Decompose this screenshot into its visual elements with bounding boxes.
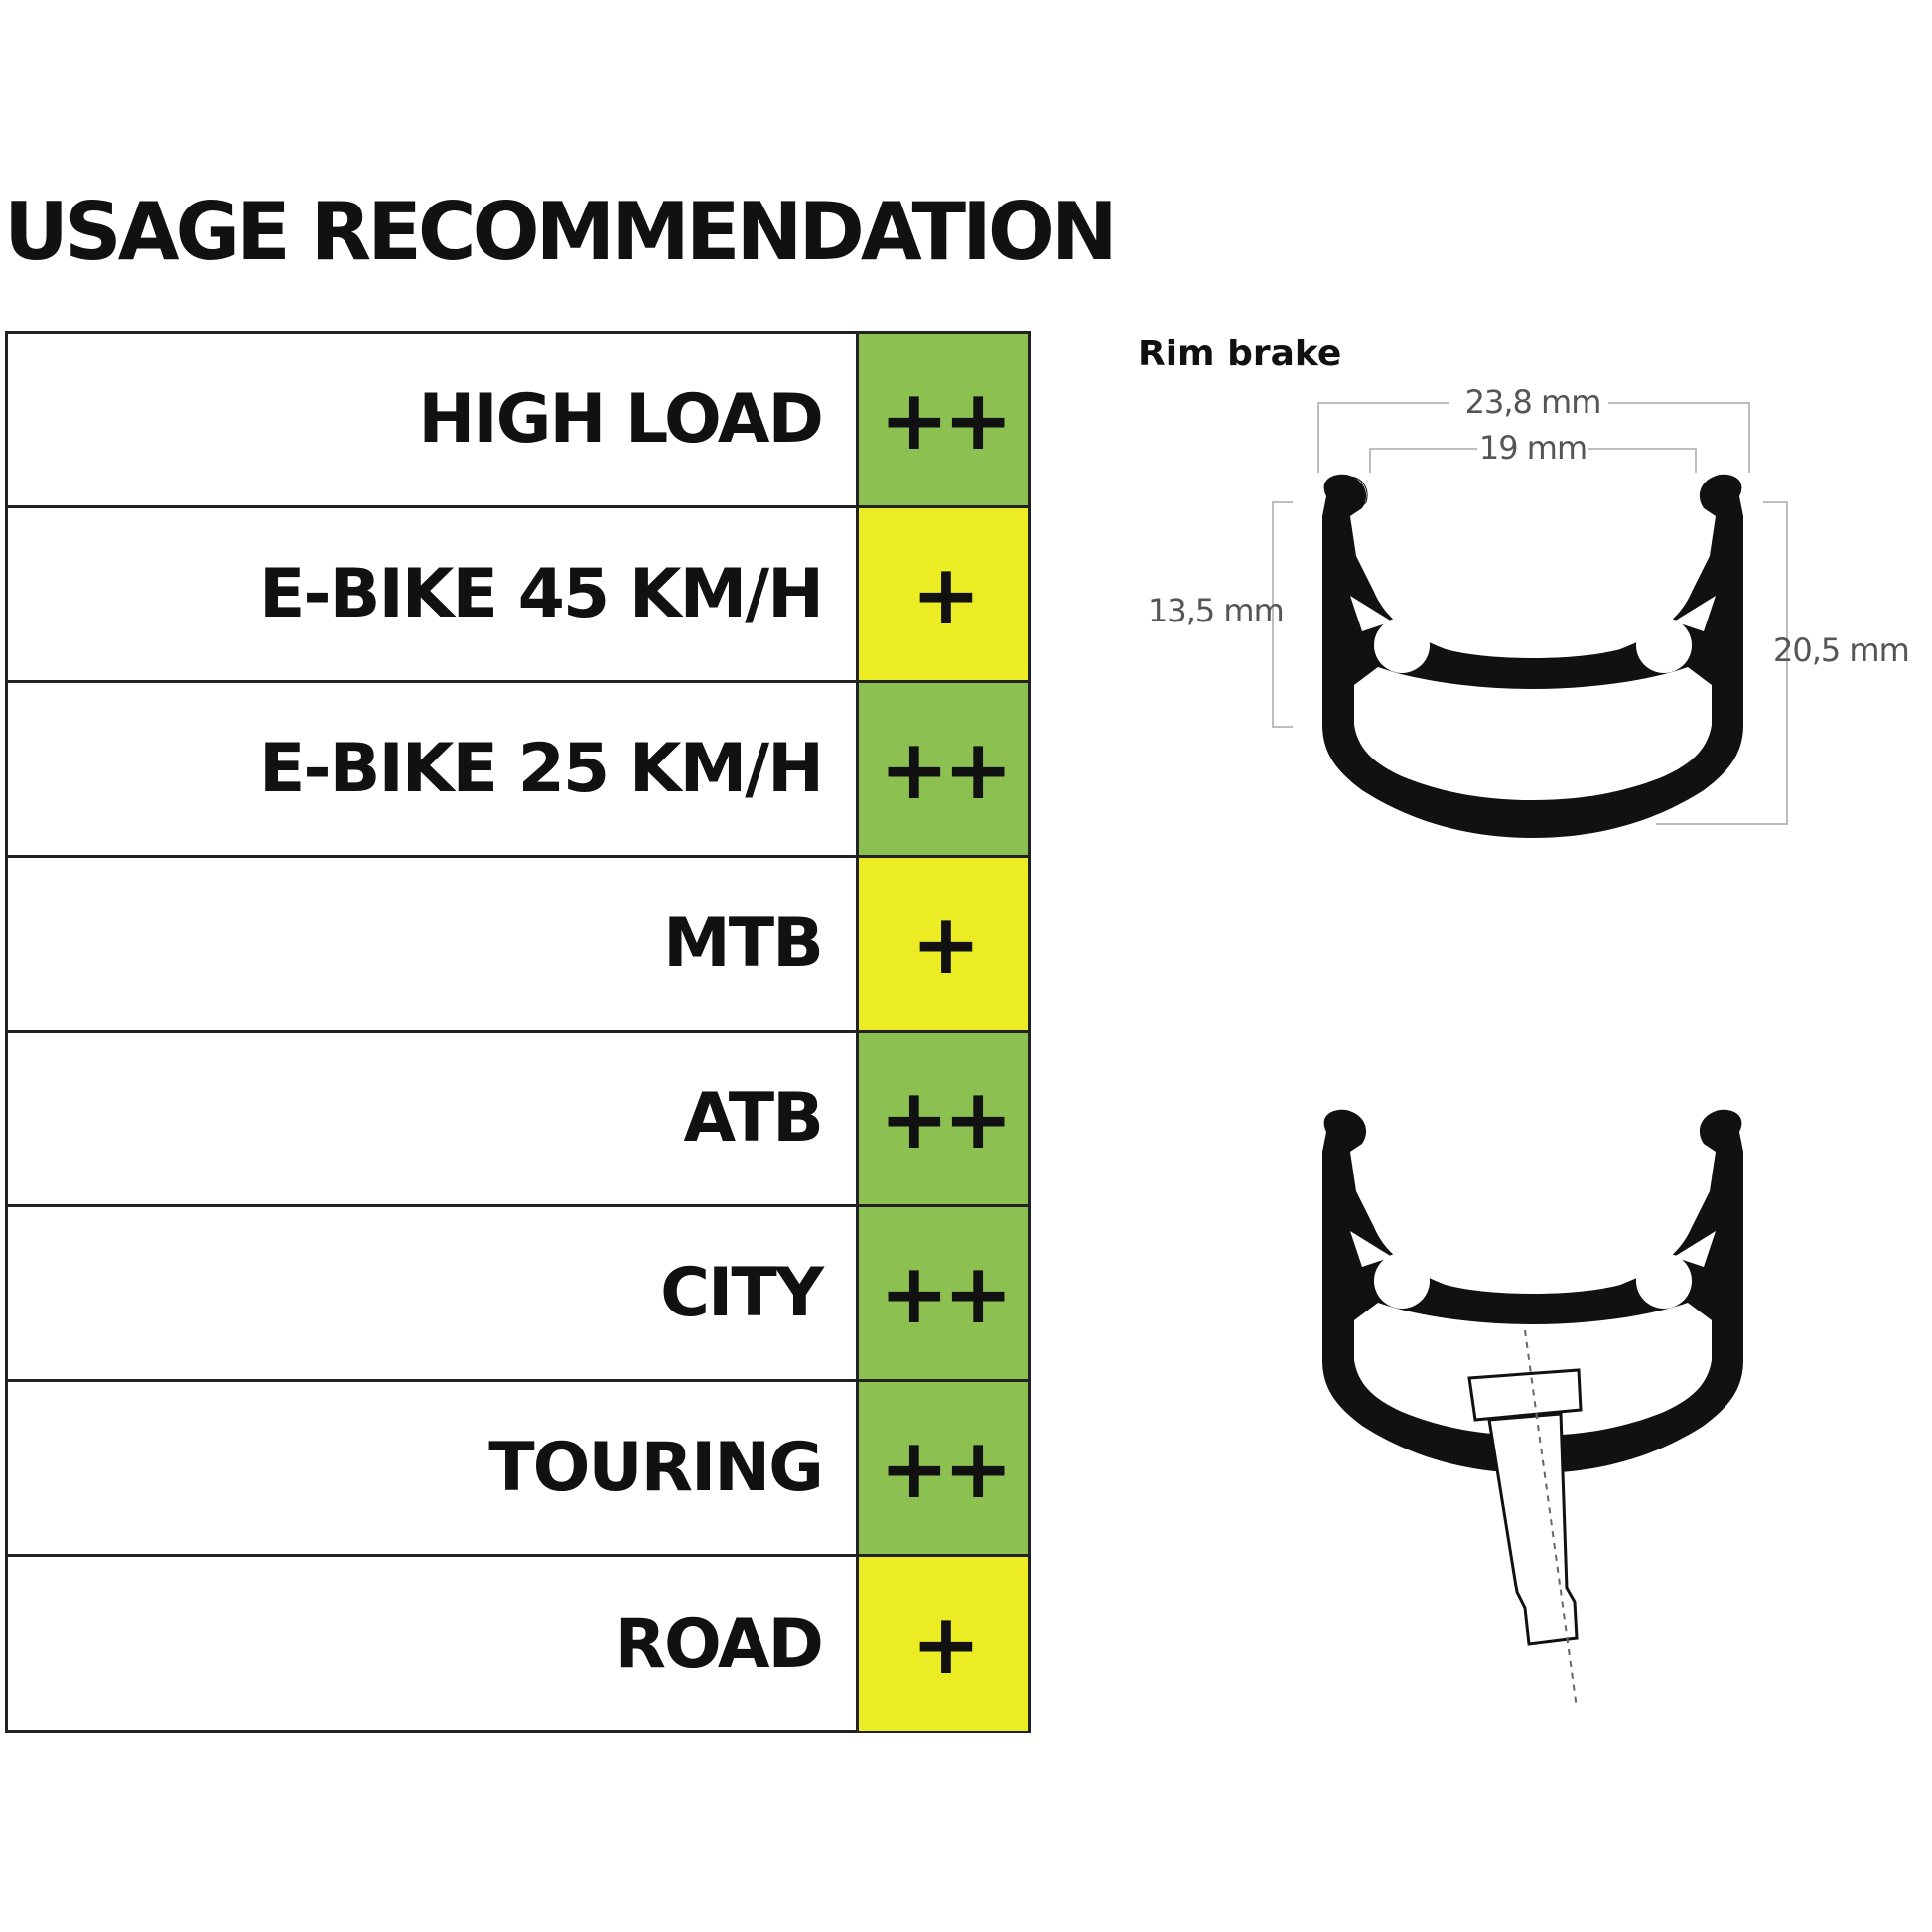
table-row: ATB ++ xyxy=(8,1033,1028,1207)
rating-cell: + xyxy=(856,858,1028,1030)
rating-cell: ++ xyxy=(856,334,1028,505)
rim-brake-cross-section: 23,8 mm 19 mm 13,5 mm 20,5 mm xyxy=(1148,383,1910,838)
row-label: ATB xyxy=(683,1079,824,1158)
table-row: ROAD + xyxy=(8,1557,1028,1731)
table-row: MTB + xyxy=(8,858,1028,1033)
rating-cell: ++ xyxy=(856,1033,1028,1204)
rating-cell: ++ xyxy=(856,683,1028,855)
row-label: MTB xyxy=(663,904,824,983)
rim-brake-label: Rim brake xyxy=(1138,334,1342,374)
rating-cell: + xyxy=(856,508,1028,680)
table-row: TOURING ++ xyxy=(8,1382,1028,1557)
outer-width-dimension: 23,8 mm xyxy=(1465,383,1601,421)
usage-table: HIGH LOAD ++ E-BIKE 45 KM/H + E-BIKE 25 … xyxy=(5,331,1031,1733)
page-title: USAGE RECOMMENDATION xyxy=(4,186,1118,278)
row-label: CITY xyxy=(660,1254,824,1332)
row-label: E-BIKE 45 KM/H xyxy=(258,555,824,633)
inner-height-dimension: 13,5 mm xyxy=(1148,592,1284,629)
outer-height-dimension: 20,5 mm xyxy=(1773,631,1909,669)
inner-width-dimension: 19 mm xyxy=(1479,429,1587,467)
table-row: CITY ++ xyxy=(8,1207,1028,1382)
row-label: TOURING xyxy=(488,1429,824,1507)
table-row: E-BIKE 25 KM/H ++ xyxy=(8,683,1028,858)
rim-profile-diagram: 23,8 mm 19 mm 13,5 mm 20,5 mm xyxy=(1148,383,1910,1709)
table-row: E-BIKE 45 KM/H + xyxy=(8,508,1028,683)
table-row: HIGH LOAD ++ xyxy=(8,334,1028,508)
rim-valve-cross-section xyxy=(1322,1109,1743,1709)
valve-icon xyxy=(1467,1368,1583,1646)
row-label: ROAD xyxy=(614,1604,824,1684)
rating-cell: + xyxy=(856,1557,1028,1731)
row-label: HIGH LOAD xyxy=(418,380,824,459)
row-label: E-BIKE 25 KM/H xyxy=(258,730,824,808)
rating-cell: ++ xyxy=(856,1382,1028,1554)
rating-cell: ++ xyxy=(856,1207,1028,1379)
